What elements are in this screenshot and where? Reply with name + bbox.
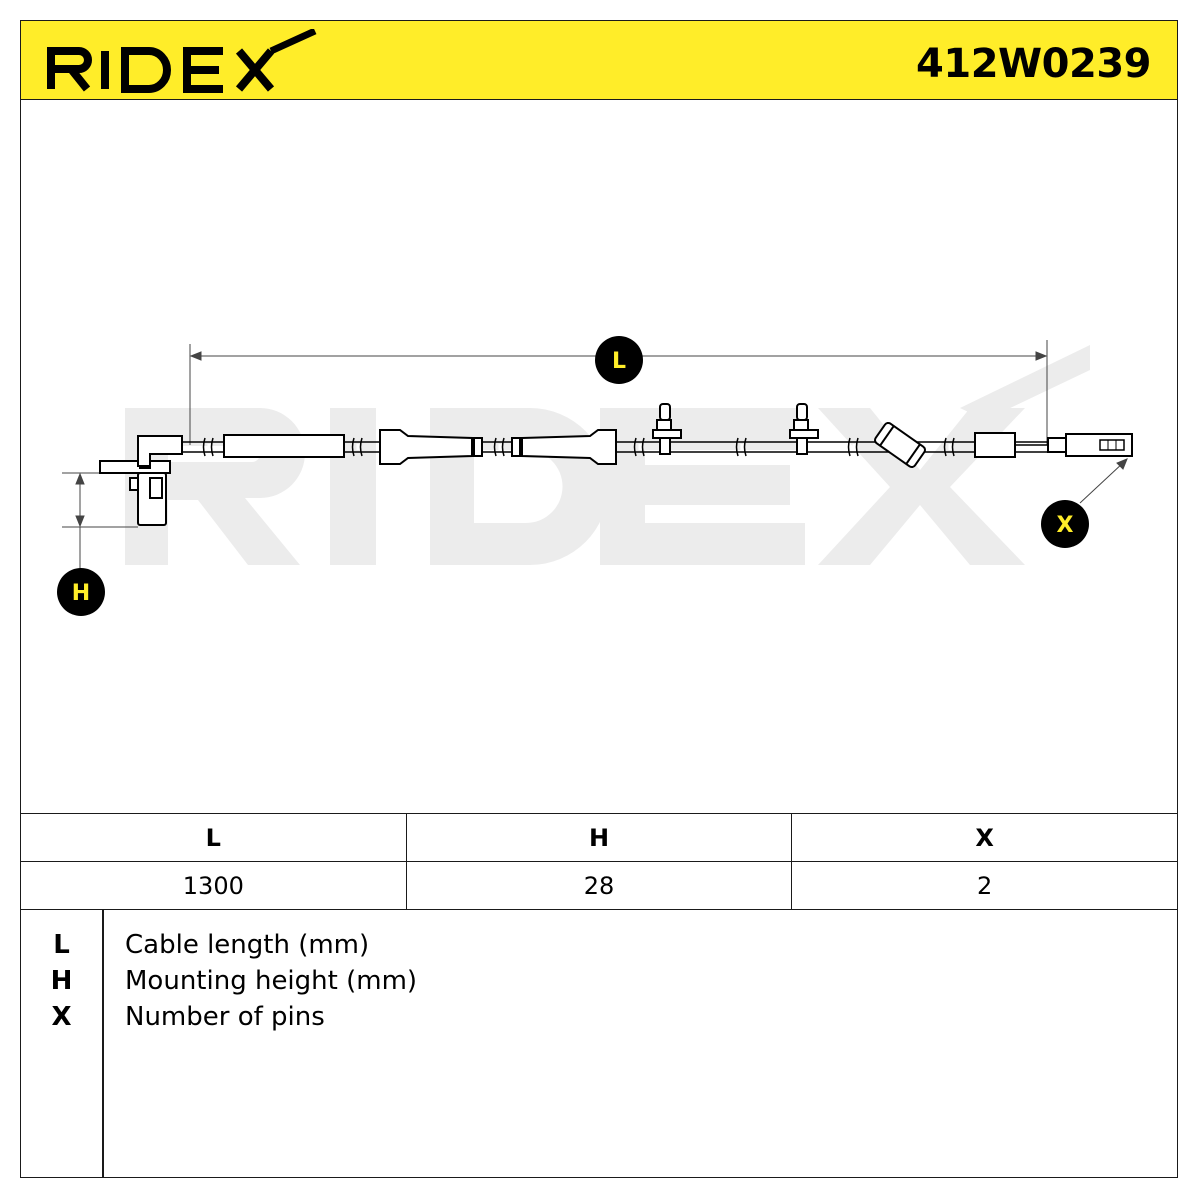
legend-divider (102, 910, 104, 1177)
specs-table: L H X 1300 28 2 (20, 813, 1178, 910)
ridex-logo (47, 29, 317, 93)
legend-key-pins: X (51, 1002, 72, 1032)
sensor-cable-assembly (99, 403, 1133, 526)
specs-value-pins: 2 (791, 861, 1178, 910)
legend-row-pins: X Number of pins (21, 1002, 1177, 1038)
sensor-drawing: L H X (57, 336, 1133, 616)
legend-desc-length: Cable length (mm) (125, 930, 370, 960)
connector-neck (1047, 437, 1067, 453)
part-number: 412W0239 (916, 41, 1151, 87)
cable-grommet (379, 429, 473, 465)
badge-height-label: H (72, 581, 90, 606)
cable-sleeve (223, 434, 345, 458)
specs-header-pins: X (791, 813, 1178, 862)
legend: L Cable length (mm) H Mounting height (m… (20, 910, 1178, 1178)
legend-row-length: L Cable length (mm) (21, 930, 1177, 966)
header-bar: 412W0239 (20, 20, 1178, 100)
angled-grommet (874, 421, 926, 469)
sensor-mounting-flange (99, 460, 171, 474)
badge-pins: X (1041, 500, 1089, 548)
cable-clip-2 (789, 403, 819, 455)
badge-pins-label: X (1057, 513, 1074, 538)
cable-break-marks (202, 437, 955, 457)
specs-value-height: 28 (405, 861, 793, 910)
specs-value-length: 1300 (20, 861, 407, 910)
legend-desc-pins: Number of pins (125, 1002, 325, 1032)
legend-row-height: H Mounting height (mm) (21, 966, 1177, 1002)
cable-sleeve-2 (974, 432, 1016, 458)
pins-leader (1079, 458, 1128, 504)
badge-length: L (595, 336, 643, 384)
legend-desc-height: Mounting height (mm) (125, 966, 418, 996)
cable-grommet-2 (521, 429, 617, 465)
specs-value-row: 1300 28 2 (20, 861, 1178, 910)
connector-plug (1065, 433, 1133, 457)
legend-key-height: H (50, 966, 73, 996)
sensor-head (137, 435, 183, 467)
specs-header-length: L (20, 813, 407, 862)
cable-clip-1 (652, 403, 682, 455)
specs-header-row: L H X (20, 813, 1178, 862)
specs-header-height: H (405, 813, 793, 862)
legend-key-length: L (53, 930, 70, 960)
badge-length-label: L (612, 349, 626, 374)
badge-height: H (57, 568, 105, 616)
